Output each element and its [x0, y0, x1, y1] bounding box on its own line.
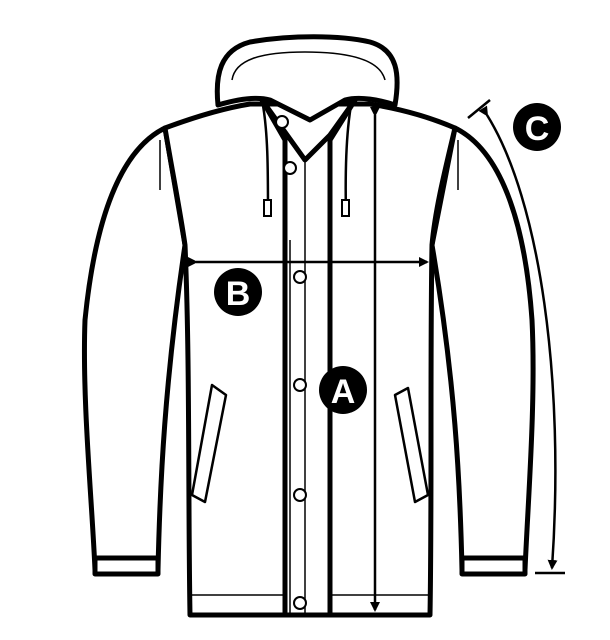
right-pocket: [393, 386, 430, 504]
svg-text:B: B: [226, 275, 251, 313]
right-cuff: [459, 555, 528, 577]
left-sleeve: [81, 125, 188, 573]
right-sleeve: [429, 125, 536, 573]
svg-text:A: A: [331, 373, 356, 411]
measure-c-arrow: [478, 105, 558, 570]
left-pocket: [190, 383, 228, 504]
label-c: C: [513, 103, 561, 151]
collar: [259, 97, 358, 618]
svg-text:C: C: [525, 110, 550, 148]
left-cuff: [92, 555, 161, 577]
buttons: [293, 270, 307, 610]
label-b: B: [214, 268, 262, 316]
label-a: A: [319, 366, 367, 414]
jacket-outline: [81, 34, 536, 618]
hood: [214, 34, 400, 123]
